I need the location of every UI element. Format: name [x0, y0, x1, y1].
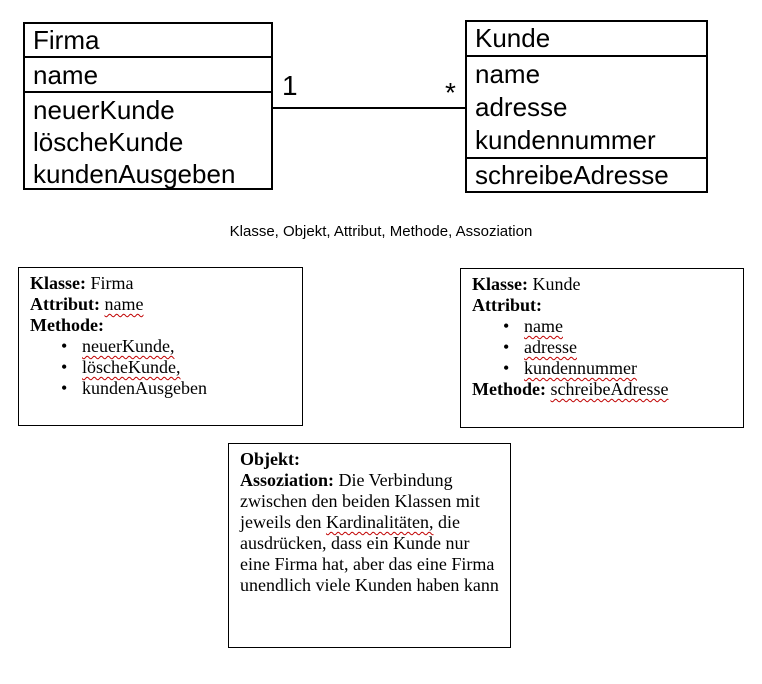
- methode-label: Methode:: [472, 379, 546, 399]
- bullet-item: löscheKunde,: [61, 357, 291, 378]
- attribut-label: Attribut:: [30, 294, 100, 314]
- note-line-attribut: Attribut: name: [30, 294, 291, 315]
- uml-method: schreibeAdresse: [475, 160, 669, 190]
- bullet-item: kundenAusgeben: [61, 378, 291, 399]
- note-line-klasse: Klasse: Firma: [30, 273, 291, 294]
- note-line-assoziation: Assoziation: Die Verbindung zwischen den…: [240, 470, 499, 596]
- klasse-value: Kunde: [532, 274, 581, 294]
- klasse-label: Klasse:: [30, 273, 86, 293]
- uml-class-kunde-methods: schreibeAdresse: [467, 157, 706, 191]
- note-box-firma: Klasse: Firma Attribut: name Methode: ne…: [18, 267, 303, 426]
- diagram-caption: Klasse, Objekt, Attribut, Methode, Assoz…: [229, 223, 533, 240]
- note-box-assoziation: Objekt: Assoziation: Die Verbindung zwis…: [228, 443, 511, 648]
- uml-attribute: adresse: [475, 92, 568, 122]
- assoziation-text-after: die ausdrücken, dass ein Kunde nur eine …: [240, 512, 499, 595]
- note-line-klasse: Klasse: Kunde: [472, 274, 732, 295]
- attribut-value: name: [104, 294, 144, 314]
- note-line-objekt: Objekt:: [240, 449, 499, 470]
- uml-method: neuerKunde: [33, 95, 175, 125]
- klasse-value: Firma: [90, 273, 134, 293]
- methode-bullet-list: neuerKunde,löscheKunde,kundenAusgeben: [30, 336, 291, 399]
- objekt-label: Objekt:: [240, 449, 300, 469]
- uml-class-firma-title: Firma: [33, 25, 100, 55]
- klasse-label: Klasse:: [472, 274, 528, 294]
- note-line-attribut: Attribut:: [472, 295, 732, 316]
- uml-class-kunde-title: Kunde: [475, 23, 551, 53]
- methode-value: schreibeAdresse: [550, 379, 669, 399]
- association-line: [273, 107, 465, 109]
- uml-attribute: name: [33, 60, 99, 90]
- multiplicity-one-label: 1: [282, 70, 298, 101]
- uml-class-firma-attributes: name: [25, 56, 271, 91]
- attribut-label: Attribut:: [472, 295, 542, 315]
- assoziation-misspelled-word: Kardinalitäten,: [325, 512, 434, 532]
- uml-attribute: name: [475, 59, 541, 89]
- assoziation-text-before: Die Verbindung zwischen den beiden Klass…: [240, 470, 480, 532]
- bullet-item: name: [503, 316, 732, 337]
- uml-method: löscheKunde: [33, 127, 184, 157]
- uml-method: kundenAusgeben: [33, 159, 236, 189]
- bullet-item: adresse: [503, 337, 732, 358]
- bullet-item: kundennummer: [503, 358, 732, 379]
- note-line-methode: Methode:: [30, 315, 291, 336]
- methode-label: Methode:: [30, 315, 104, 335]
- uml-attribute: kundennummer: [475, 125, 656, 155]
- note-line-methode: Methode: schreibeAdresse: [472, 379, 732, 400]
- assoziation-label: Assoziation:: [240, 470, 334, 490]
- multiplicity-star-label: *: [445, 77, 456, 108]
- note-box-kunde: Klasse: Kunde Attribut: nameadressekunde…: [460, 268, 744, 428]
- bullet-item: neuerKunde,: [61, 336, 291, 357]
